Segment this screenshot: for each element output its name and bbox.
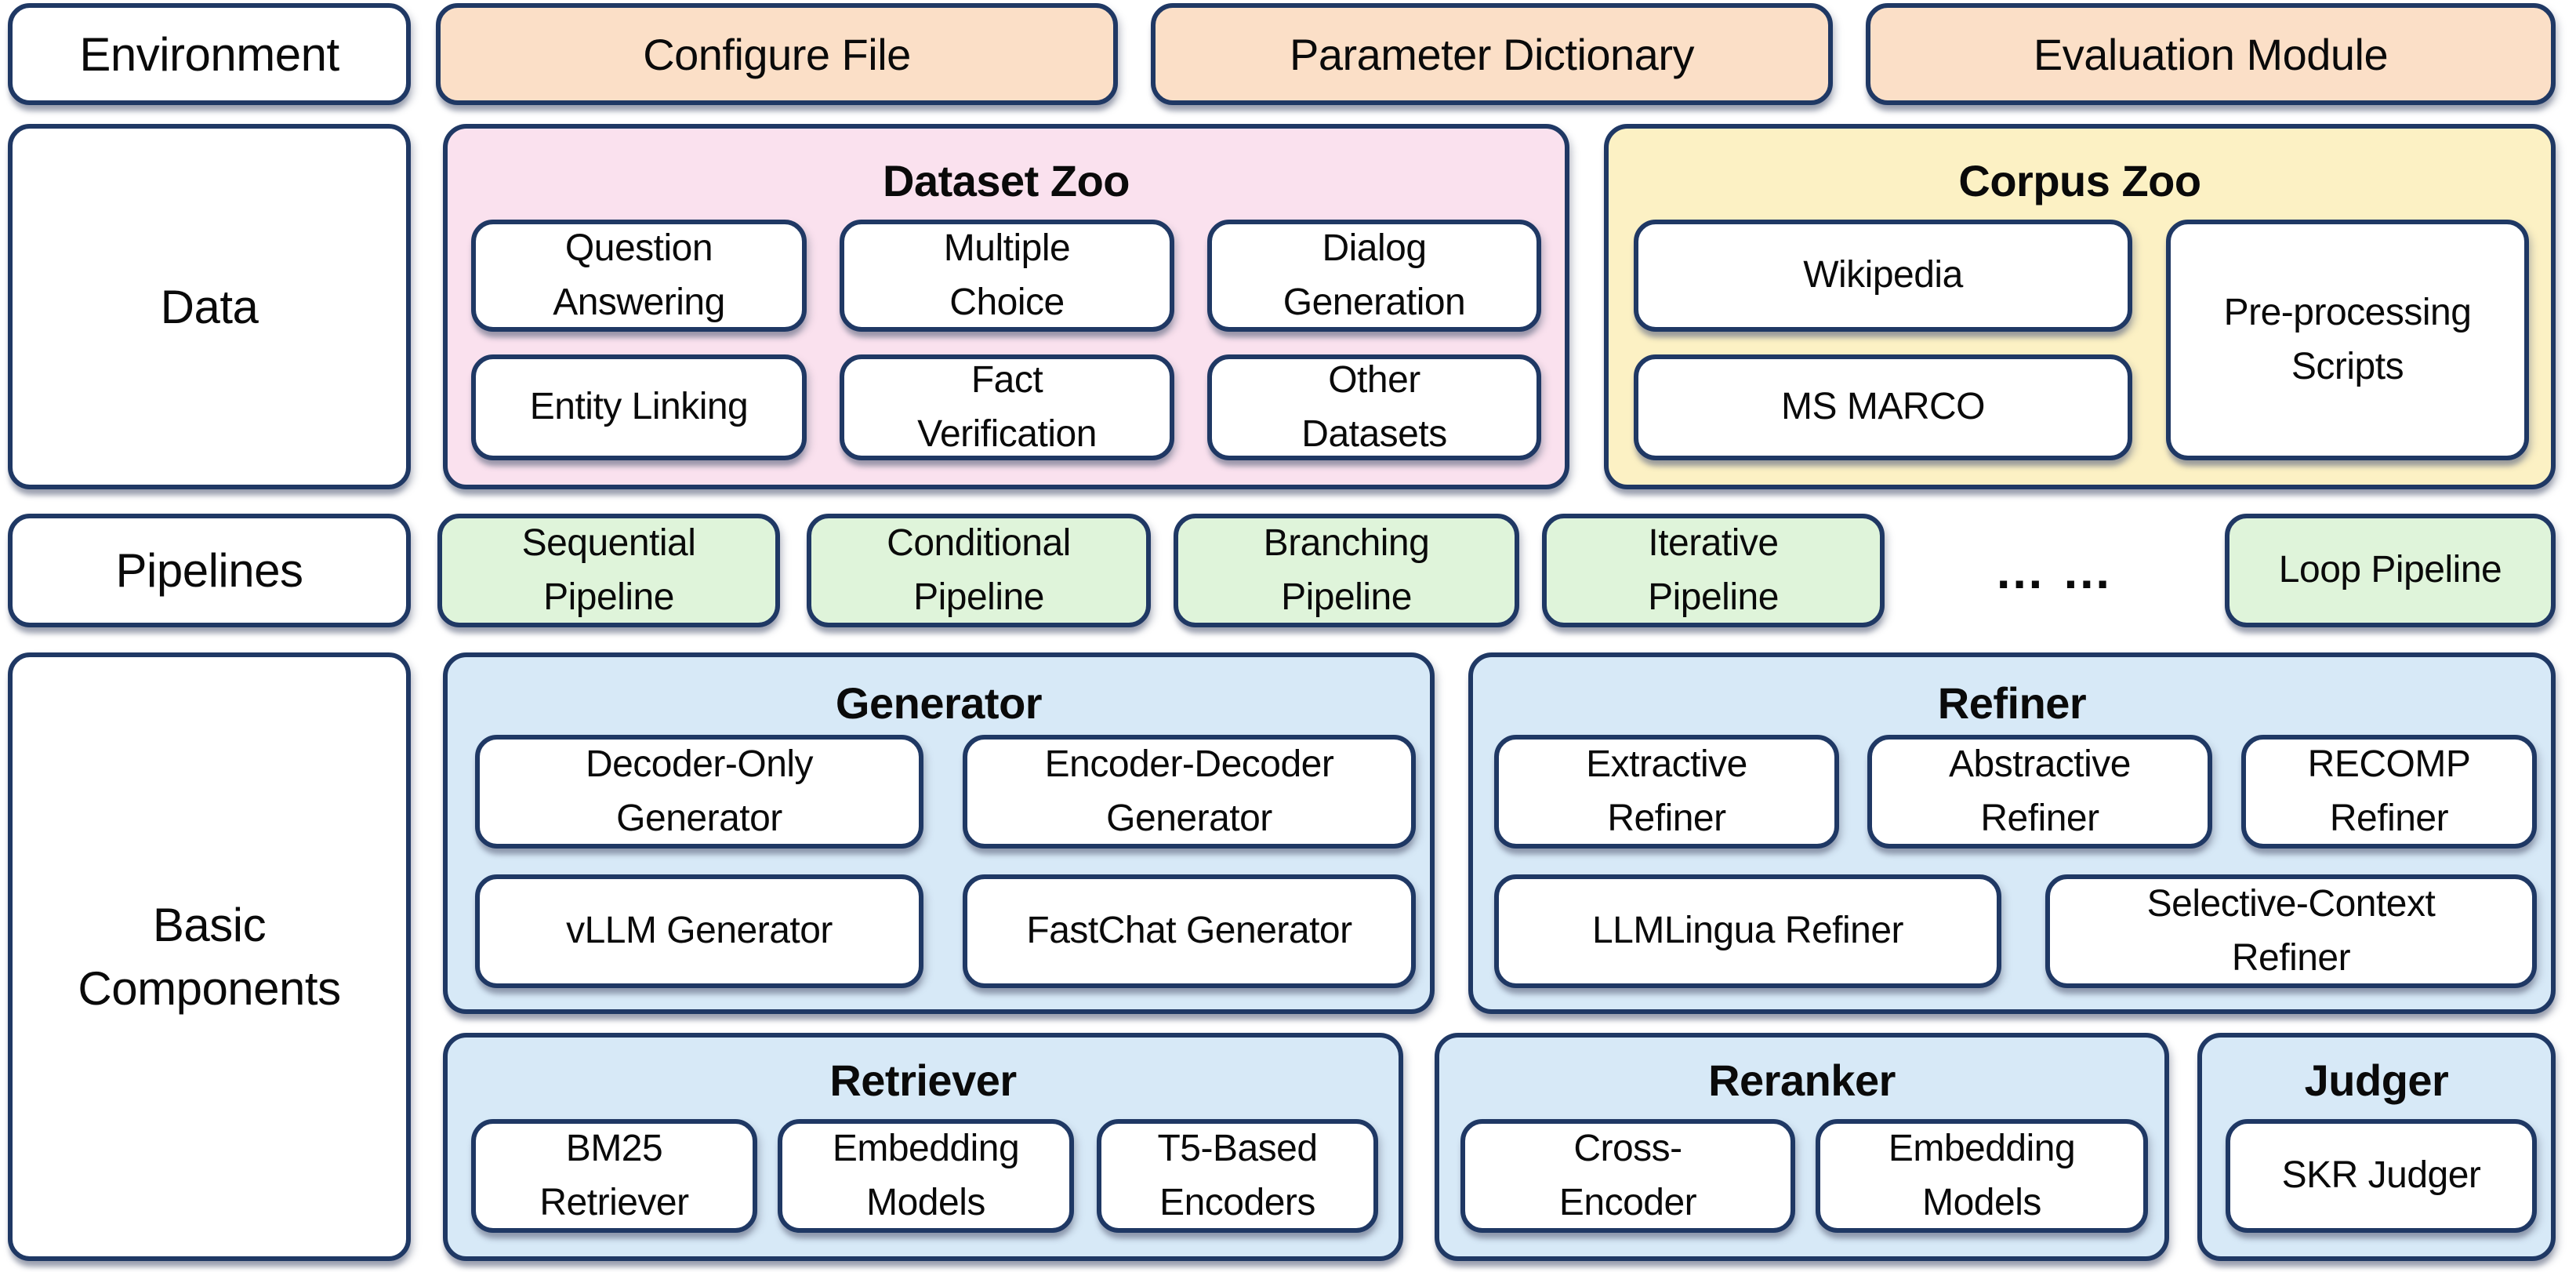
row-label-data: Data <box>8 124 411 489</box>
box-decoder-only-generator: Decoder-Only Generator <box>475 735 923 849</box>
container-dataset-zoo: Dataset Zoo Question Answering Multiple … <box>443 124 1569 489</box>
row-label-basic-components: Basic Components <box>8 652 411 1261</box>
box-ms-marco: MS MARCO <box>1634 354 2132 460</box>
container-retriever: Retriever BM25 Retriever Embedding Model… <box>443 1033 1403 1261</box>
box-bm25-retriever: BM25 Retriever <box>471 1119 757 1233</box>
box-preprocessing-scripts: Pre-processing Scripts <box>2166 220 2529 460</box>
container-reranker: Reranker Cross- Encoder Embedding Models <box>1435 1033 2169 1261</box>
box-wikipedia: Wikipedia <box>1634 220 2132 332</box>
box-loop-pipeline: Loop Pipeline <box>2225 514 2556 627</box>
reranker-title: Reranker <box>1708 1056 1896 1105</box>
box-encoder-decoder-generator: Encoder-Decoder Generator <box>963 735 1416 849</box>
box-question-answering: Question Answering <box>471 220 807 332</box>
box-sequential-pipeline: Sequential Pipeline <box>437 514 780 627</box>
box-parameter-dictionary: Parameter Dictionary <box>1151 3 1833 105</box>
box-embedding-models-reranker: Embedding Models <box>1816 1119 2148 1233</box>
box-extractive-refiner: Extractive Refiner <box>1494 735 1839 849</box>
box-dialog-generation: Dialog Generation <box>1207 220 1541 332</box>
corpus-zoo-title: Corpus Zoo <box>1958 156 2201 205</box>
box-fact-verification: Fact Verification <box>840 354 1174 460</box>
box-llmlingua-refiner: LLMLingua Refiner <box>1494 874 2001 988</box>
box-selective-context-refiner: Selective-Context Refiner <box>2045 874 2537 988</box>
box-conditional-pipeline: Conditional Pipeline <box>807 514 1151 627</box>
row-label-environment: Environment <box>8 3 411 105</box>
box-entity-linking: Entity Linking <box>471 354 807 460</box>
box-multiple-choice: Multiple Choice <box>840 220 1174 332</box>
generator-title: Generator <box>835 678 1043 728</box>
box-evaluation-module: Evaluation Module <box>1866 3 2556 105</box>
container-generator: Generator Decoder-Only Generator Encoder… <box>443 652 1435 1014</box>
box-branching-pipeline: Branching Pipeline <box>1174 514 1519 627</box>
box-recomp-refiner: RECOMP Refiner <box>2241 735 2537 849</box>
container-judger: Judger SKR Judger <box>2197 1033 2556 1261</box>
box-vllm-generator: vLLM Generator <box>475 874 923 988</box>
box-fastchat-generator: FastChat Generator <box>963 874 1416 988</box>
row-label-pipelines: Pipelines <box>8 514 411 627</box>
container-refiner: Refiner Extractive Refiner Abstractive R… <box>1468 652 2556 1014</box>
box-iterative-pipeline: Iterative Pipeline <box>1542 514 1885 627</box>
judger-title: Judger <box>2304 1056 2449 1105</box>
box-other-datasets: Other Datasets <box>1207 354 1541 460</box>
box-skr-judger: SKR Judger <box>2226 1119 2537 1233</box>
retriever-title: Retriever <box>829 1056 1017 1105</box>
pipelines-ellipsis: … … <box>1994 542 2113 599</box>
box-t5-based-encoders: T5-Based Encoders <box>1097 1119 1378 1233</box>
box-embedding-models-retriever: Embedding Models <box>778 1119 1074 1233</box>
refiner-title: Refiner <box>1937 678 2087 728</box>
box-abstractive-refiner: Abstractive Refiner <box>1867 735 2212 849</box>
container-corpus-zoo: Corpus Zoo Wikipedia MS MARCO Pre-proces… <box>1604 124 2556 489</box>
box-configure-file: Configure File <box>436 3 1118 105</box>
box-cross-encoder: Cross- Encoder <box>1460 1119 1795 1233</box>
dataset-zoo-title: Dataset Zoo <box>883 156 1130 205</box>
